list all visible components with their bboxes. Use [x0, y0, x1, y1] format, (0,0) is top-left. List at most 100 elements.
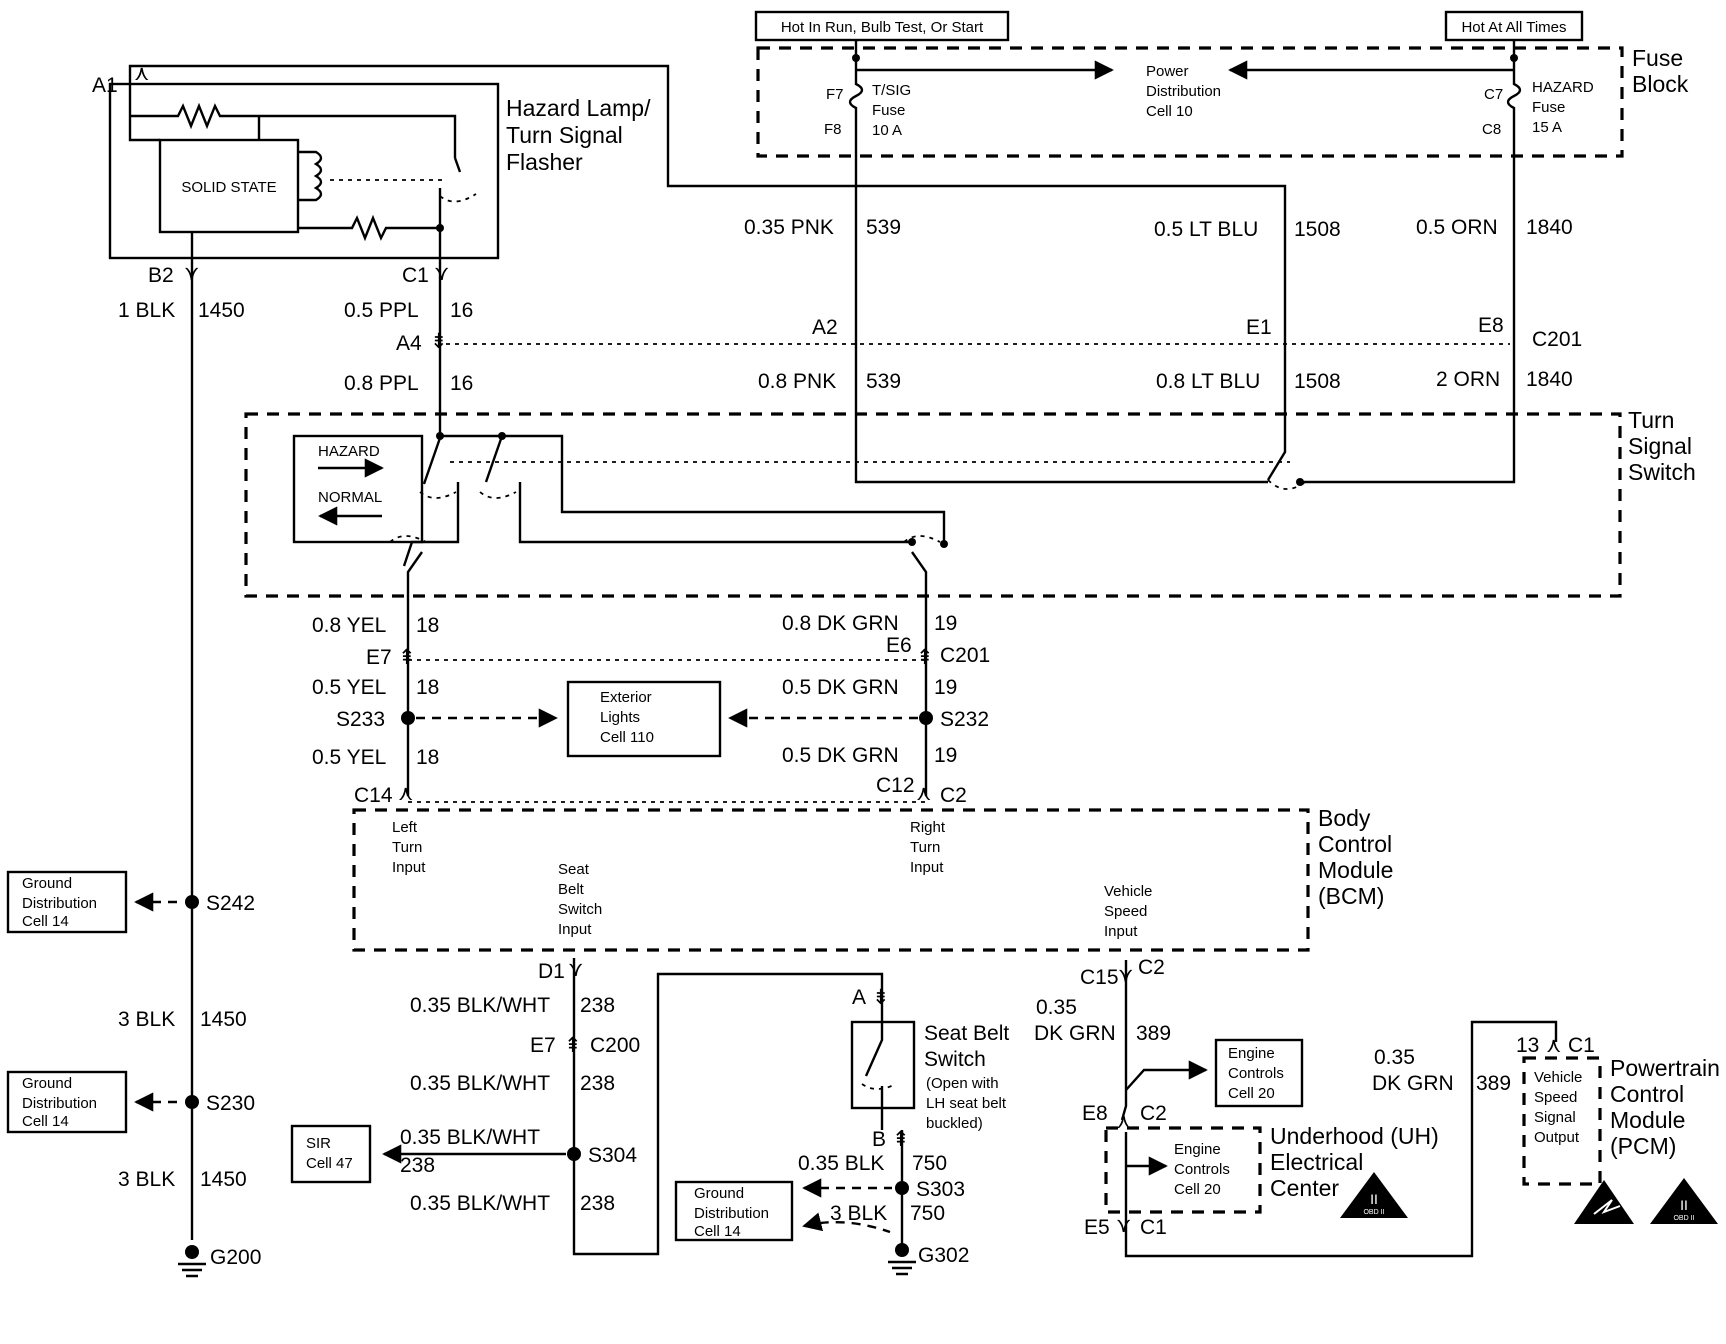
svg-text:II: II — [1680, 1197, 1688, 1213]
svg-text:1840: 1840 — [1526, 368, 1573, 391]
svg-text:16: 16 — [450, 372, 473, 395]
svg-text:750: 750 — [912, 1152, 947, 1175]
svg-text:18: 18 — [416, 676, 439, 699]
svg-text:(BCM): (BCM) — [1318, 883, 1384, 909]
svg-text:OBD II: OBD II — [1673, 1215, 1694, 1222]
svg-text:E1: E1 — [1246, 316, 1272, 339]
svg-text:T/SIG: T/SIG — [872, 82, 911, 99]
svg-text:238: 238 — [580, 1192, 615, 1215]
svg-text:C12: C12 — [876, 774, 915, 797]
svg-text:⋏: ⋏ — [134, 62, 149, 85]
svg-text:⇞: ⇞ — [916, 646, 934, 669]
svg-text:238: 238 — [580, 994, 615, 1017]
svg-text:Input: Input — [558, 921, 592, 938]
svg-text:B: B — [872, 1128, 886, 1151]
svg-text:Cell 14: Cell 14 — [694, 1223, 741, 1240]
svg-text:0.8 PNK: 0.8 PNK — [758, 370, 836, 393]
svg-text:HAZARD: HAZARD — [318, 443, 380, 460]
svg-text:⋏: ⋏ — [916, 782, 931, 805]
svg-text:A4: A4 — [396, 332, 422, 355]
svg-text:Turn: Turn — [392, 839, 422, 856]
svg-text:0.8 LT BLU: 0.8 LT BLU — [1156, 370, 1260, 393]
svg-text:⋎: ⋎ — [434, 262, 449, 285]
ground-dist-s242: Ground Distribution Cell 14 — [6, 870, 128, 934]
svg-text:C7: C7 — [1484, 86, 1503, 103]
svg-text:Fuse: Fuse — [1532, 99, 1565, 116]
svg-text:750: 750 — [910, 1202, 945, 1225]
obd-ii-icon: II OBD II — [1340, 1172, 1408, 1218]
svg-text:0.5 YEL: 0.5 YEL — [312, 676, 386, 699]
svg-text:⋏: ⋏ — [1546, 1034, 1561, 1057]
svg-text:13: 13 — [1516, 1034, 1539, 1057]
svg-text:Hot At All Times: Hot At All Times — [1461, 19, 1566, 36]
svg-text:Signal: Signal — [1534, 1109, 1576, 1126]
svg-text:0.35 BLK: 0.35 BLK — [798, 1152, 884, 1175]
svg-text:NORMAL: NORMAL — [318, 489, 382, 506]
svg-text:1450: 1450 — [200, 1168, 247, 1191]
svg-text:C2: C2 — [1140, 1102, 1167, 1125]
svg-text:Input: Input — [910, 859, 944, 876]
svg-text:539: 539 — [866, 216, 901, 239]
engine-controls-ref-1: Engine Controls Cell 20 — [1214, 1038, 1304, 1108]
obd-ii-icon-2: II OBD II — [1650, 1178, 1718, 1224]
hazard-flasher: Hazard Lamp/ Turn Signal Flasher SOLID S… — [108, 82, 651, 260]
svg-text:Cell 47: Cell 47 — [306, 1155, 353, 1172]
svg-text:Center: Center — [1270, 1175, 1339, 1201]
svg-text:DK GRN: DK GRN — [1372, 1072, 1454, 1095]
svg-text:S233: S233 — [336, 708, 385, 731]
svg-text:18: 18 — [416, 614, 439, 637]
svg-text:Input: Input — [392, 859, 426, 876]
svg-text:1450: 1450 — [200, 1008, 247, 1031]
svg-text:Control: Control — [1610, 1081, 1684, 1107]
svg-text:Left: Left — [392, 819, 418, 836]
svg-text:SOLID STATE: SOLID STATE — [181, 179, 276, 196]
exterior-lights-ref: Exterior Lights Cell 110 — [566, 680, 722, 758]
svg-text:0.35 PNK: 0.35 PNK — [744, 216, 834, 239]
svg-text:Distribution: Distribution — [694, 1205, 769, 1222]
svg-text:E7: E7 — [366, 646, 392, 669]
ground-dist-s230: Ground Distribution Cell 14 — [6, 1070, 128, 1134]
svg-text:0.35 BLK/WHT: 0.35 BLK/WHT — [410, 1192, 550, 1215]
svg-text:1508: 1508 — [1294, 370, 1341, 393]
svg-text:Switch: Switch — [924, 1048, 986, 1071]
svg-text:3 BLK: 3 BLK — [830, 1202, 887, 1225]
svg-text:Module: Module — [1610, 1107, 1685, 1133]
svg-text:Engine: Engine — [1228, 1045, 1275, 1062]
svg-text:E5: E5 — [1084, 1216, 1110, 1239]
svg-text:C1: C1 — [1140, 1216, 1167, 1239]
svg-text:⋎: ⋎ — [568, 958, 583, 981]
esd-warning-icon — [1574, 1180, 1634, 1224]
svg-text:0.5 DK GRN: 0.5 DK GRN — [782, 676, 899, 699]
svg-text:0.5 YEL: 0.5 YEL — [312, 746, 386, 769]
svg-text:⇟: ⇟ — [872, 986, 890, 1009]
svg-text:10 A: 10 A — [872, 122, 902, 139]
svg-text:C14: C14 — [354, 784, 393, 807]
svg-text:0.5 LT BLU: 0.5 LT BLU — [1154, 218, 1258, 241]
svg-text:(Open with: (Open with — [926, 1075, 999, 1092]
svg-text:D1: D1 — [538, 960, 565, 983]
svg-text:S242: S242 — [206, 892, 255, 915]
svg-text:Ground: Ground — [22, 875, 72, 892]
svg-text:F7: F7 — [826, 86, 844, 103]
svg-text:F8: F8 — [824, 121, 842, 138]
svg-text:1508: 1508 — [1294, 218, 1341, 241]
svg-text:Belt: Belt — [558, 881, 585, 898]
svg-text:Switch: Switch — [558, 901, 602, 918]
svg-text:S303: S303 — [916, 1178, 965, 1201]
svg-text:19: 19 — [934, 744, 957, 767]
svg-text:A1: A1 — [92, 74, 118, 97]
svg-text:⇞: ⇞ — [564, 1034, 582, 1057]
svg-text:C1: C1 — [402, 264, 429, 287]
svg-text:15 A: 15 A — [1532, 119, 1562, 136]
svg-text:Vehicle: Vehicle — [1534, 1069, 1582, 1086]
svg-text:Cell 110: Cell 110 — [600, 729, 654, 746]
svg-text:Power: Power — [1146, 63, 1189, 80]
svg-text:0.35: 0.35 — [1374, 1046, 1415, 1069]
svg-text:C201: C201 — [940, 644, 990, 667]
svg-text:1450: 1450 — [198, 299, 245, 322]
svg-text:Seat Belt: Seat Belt — [924, 1022, 1009, 1045]
svg-text:16: 16 — [450, 299, 473, 322]
svg-text:Electrical: Electrical — [1270, 1149, 1363, 1175]
svg-text:Fuse: Fuse — [1632, 45, 1683, 71]
svg-text:C2: C2 — [940, 784, 967, 807]
